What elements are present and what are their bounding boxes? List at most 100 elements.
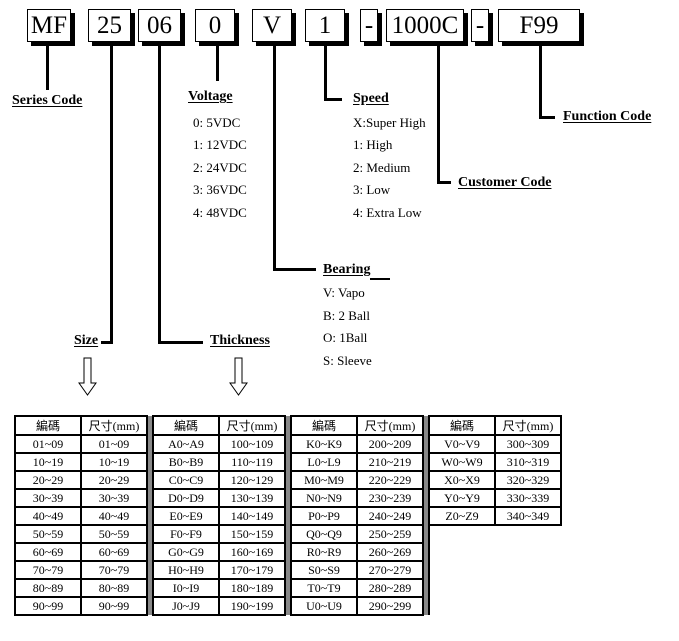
speed-option: 4: Extra Low <box>353 205 422 220</box>
empty-cell <box>429 525 495 543</box>
empty-cell <box>495 597 561 615</box>
size-mm-cell: 01~09 <box>80 434 148 454</box>
empty-cell <box>429 561 495 579</box>
column-separator <box>422 579 430 597</box>
code-box-voltage: 0 <box>195 9 235 42</box>
column-separator <box>422 435 430 453</box>
empty-cell <box>495 543 561 561</box>
connector-thickness-h <box>158 341 203 344</box>
column-separator <box>284 525 292 543</box>
column-separator <box>422 489 430 507</box>
empty-cell <box>429 579 495 597</box>
size-mm-cell: 90~99 <box>80 596 148 616</box>
size-mm-cell: 290~299 <box>356 596 424 616</box>
connector-speed <box>324 46 327 100</box>
bearing-option: S: Sleeve <box>323 353 372 368</box>
speed-option: X:Super High <box>353 115 426 130</box>
header-code: 編碼 <box>428 415 496 436</box>
connector-customer-h <box>437 181 451 184</box>
size-mm-cell: 40~49 <box>80 506 148 526</box>
size-code-cell: 80~89 <box>14 578 82 598</box>
size-mm-cell: 150~159 <box>218 524 286 544</box>
size-code-cell: Y0~Y9 <box>428 488 496 508</box>
label-voltage: Voltage <box>188 89 233 104</box>
size-code-cell: Q0~Q9 <box>290 524 358 544</box>
size-mm-cell: 140~149 <box>218 506 286 526</box>
down-arrow-icon <box>78 357 97 396</box>
size-code-cell: N0~N9 <box>290 488 358 508</box>
size-mm-cell: 250~259 <box>356 524 424 544</box>
connector-bearing <box>273 46 276 270</box>
size-code-cell: L0~L9 <box>290 452 358 472</box>
size-code-cell: 20~29 <box>14 470 82 490</box>
header-size-mm: 尺寸(mm) <box>356 415 424 436</box>
connector-voltage <box>216 46 219 81</box>
size-code-cell: E0~E9 <box>152 506 220 526</box>
column-separator <box>146 579 154 597</box>
speed-option: 3: Low <box>353 182 391 197</box>
size-code-cell: 60~69 <box>14 542 82 562</box>
connector-bearing-h <box>273 268 316 271</box>
voltage-option: 3: 36VDC <box>193 182 247 197</box>
size-mm-cell: 160~169 <box>218 542 286 562</box>
code-box-size: 25 <box>88 9 131 42</box>
size-code-cell: B0~B9 <box>152 452 220 472</box>
connector-speed-h <box>324 98 342 101</box>
bearing-option: V: Vapo <box>323 285 365 300</box>
column-separator <box>422 416 430 435</box>
connector-size <box>110 46 113 343</box>
label-bearing: Bearing <box>323 262 371 277</box>
column-separator <box>146 507 154 525</box>
size-code-cell: 10~19 <box>14 452 82 472</box>
size-code-cell: Z0~Z9 <box>428 506 496 526</box>
voltage-option: 0: 5VDC <box>193 115 241 130</box>
size-mm-cell: 270~279 <box>356 560 424 580</box>
size-mm-cell: 320~329 <box>494 470 562 490</box>
size-code-cell: R0~R9 <box>290 542 358 562</box>
size-code-cell: 30~39 <box>14 488 82 508</box>
code-box-series: MF <box>27 9 71 42</box>
header-code: 編碼 <box>152 415 220 436</box>
speed-option: 1: High <box>353 137 393 152</box>
header-code: 編碼 <box>290 415 358 436</box>
column-separator <box>284 507 292 525</box>
voltage-option: 1: 12VDC <box>193 137 247 152</box>
connector-thickness <box>158 46 161 343</box>
empty-cell <box>495 525 561 543</box>
size-mm-cell: 10~19 <box>80 452 148 472</box>
voltage-option: 2: 24VDC <box>193 160 247 175</box>
column-separator <box>422 543 430 561</box>
size-code-cell: C0~C9 <box>152 470 220 490</box>
size-mm-cell: 240~249 <box>356 506 424 526</box>
size-code-cell: G0~G9 <box>152 542 220 562</box>
column-separator <box>284 435 292 453</box>
table-header-row: 編碼尺寸(mm)編碼尺寸(mm)編碼尺寸(mm)編碼尺寸(mm) <box>14 415 562 436</box>
size-mm-cell: 120~129 <box>218 470 286 490</box>
size-code-cell: W0~W9 <box>428 452 496 472</box>
size-code-cell: 01~09 <box>14 434 82 454</box>
size-mm-cell: 60~69 <box>80 542 148 562</box>
connector-series <box>46 46 49 90</box>
size-mm-cell: 300~309 <box>494 434 562 454</box>
empty-cell <box>495 561 561 579</box>
empty-cell <box>429 597 495 615</box>
header-size-mm: 尺寸(mm) <box>218 415 286 436</box>
connector-customer <box>437 46 440 183</box>
label-speed: Speed <box>353 91 389 106</box>
size-mm-cell: 30~39 <box>80 488 148 508</box>
connector-function <box>539 46 542 118</box>
code-box-thickness: 06 <box>138 9 181 42</box>
size-mm-cell: 50~59 <box>80 524 148 544</box>
header-size-mm: 尺寸(mm) <box>494 415 562 436</box>
column-separator <box>146 489 154 507</box>
column-separator <box>146 525 154 543</box>
code-box-bearing: V <box>252 9 292 42</box>
column-separator <box>284 471 292 489</box>
